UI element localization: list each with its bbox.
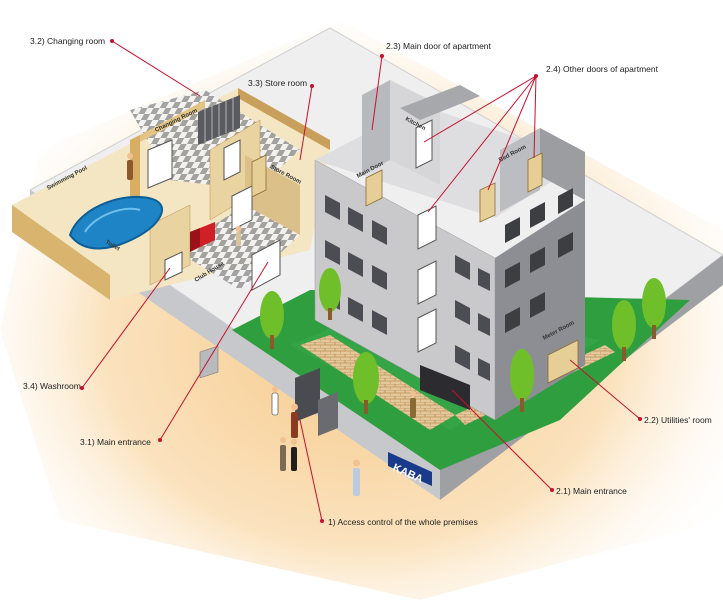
callout-other-doors-apartment: 2.4) Other doors of apartment <box>546 64 659 74</box>
lockers <box>198 95 240 145</box>
trees <box>260 268 666 414</box>
callout-club-main-entrance: 3.1) Main entrance <box>80 437 151 447</box>
apartment-windows-right <box>505 188 573 333</box>
callout-changing-room: 3.2) Changing room <box>30 36 105 46</box>
callout-store-room: 3.3) Store room <box>248 78 307 88</box>
callout-washroom: 3.4) Washroom <box>23 381 81 391</box>
callout-texts: 3.2) Changing room 3.3) Store room 2.3) … <box>23 36 712 527</box>
sofa <box>190 222 215 252</box>
apartment-doors <box>365 119 579 410</box>
entrance-gates <box>199 345 338 436</box>
callout-main-door-apartment: 2.3) Main door of apartment <box>386 41 492 51</box>
callout-leaders <box>80 39 642 523</box>
callout-access-control: 1) Access control of the whole premises <box>328 517 478 527</box>
callout-apartment-main-entrance: 2.1) Main entrance <box>556 486 627 496</box>
swimming-pool <box>68 195 164 250</box>
people <box>127 153 416 496</box>
callout-utilities-room: 2.2) Utilities' room <box>644 415 712 425</box>
